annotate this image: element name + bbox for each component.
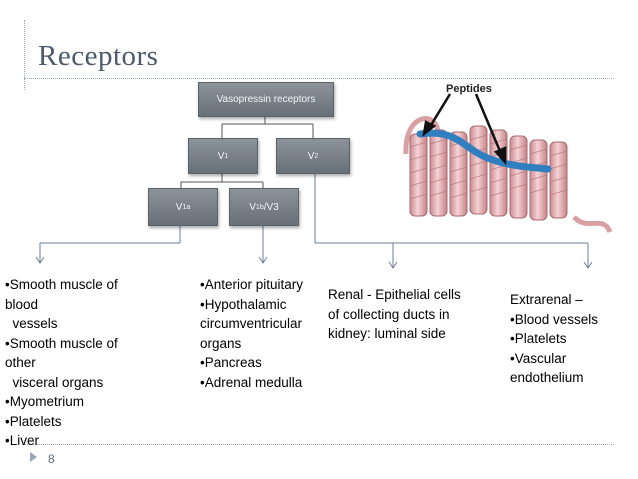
vasopressin-receptors-box: Vasopressin receptors bbox=[198, 82, 334, 117]
v1b-suffix: /V3 bbox=[263, 201, 279, 213]
col1-line: •Liver bbox=[5, 433, 39, 448]
col4-line: •Blood vessels bbox=[510, 311, 599, 327]
col1-line: other bbox=[5, 355, 36, 370]
peptide-ligand bbox=[416, 129, 552, 173]
col3-line: Renal - Epithelial cells bbox=[328, 287, 461, 302]
col2-line: •Pancreas bbox=[200, 355, 262, 370]
col1-line: •Myometrium bbox=[5, 394, 84, 409]
title-rule bbox=[24, 78, 614, 79]
page-number: 8 bbox=[48, 452, 55, 466]
v1-sub: 1 bbox=[224, 152, 229, 160]
col2-line: circumventricular bbox=[200, 316, 303, 331]
col2-line: organs bbox=[200, 335, 242, 351]
col4-line: endothelium bbox=[510, 370, 584, 385]
column-smooth-muscle: •Smooth muscle of blood vessels •Smooth … bbox=[5, 275, 118, 451]
col4-line: •Platelets bbox=[510, 331, 567, 346]
slide-title: Receptors bbox=[38, 40, 159, 72]
col1-line: vessels bbox=[5, 316, 58, 331]
col1-line: •Smooth muscle of bbox=[5, 277, 118, 292]
left-guide-line bbox=[24, 20, 25, 90]
v1-label: V bbox=[217, 150, 225, 162]
col4-line: •Vascular bbox=[510, 350, 567, 366]
col2-line: •Anterior pituitary bbox=[200, 277, 304, 292]
col3-line: of collecting ducts in bbox=[328, 306, 450, 322]
col1-line: •Smooth muscle of bbox=[5, 335, 118, 351]
v1b-label: V bbox=[249, 201, 256, 213]
column-renal: Renal - Epithelial cells of collecting d… bbox=[328, 285, 461, 344]
col3-line: kidney: luminal side bbox=[328, 326, 446, 341]
v1b-sub: 1b bbox=[255, 203, 264, 211]
v1a-sub: 1a bbox=[182, 203, 191, 211]
peptides-label: Peptides bbox=[446, 83, 492, 95]
v2-label: V bbox=[307, 150, 315, 162]
column-pituitary: •Anterior pituitary •Hypothalamic circum… bbox=[200, 275, 303, 392]
page-marker-icon bbox=[30, 452, 37, 462]
col2-line: •Adrenal medulla bbox=[200, 374, 303, 390]
vasopressin-receptors-label: Vasopressin receptors bbox=[216, 94, 316, 105]
col1-line: blood bbox=[5, 296, 39, 312]
col2-line: •Hypothalamic bbox=[200, 296, 287, 312]
footer-rule bbox=[24, 444, 614, 445]
col4-line: Extrarenal – bbox=[510, 292, 583, 307]
n-terminal-loop bbox=[403, 116, 441, 155]
col1-line: visceral organs bbox=[5, 374, 104, 390]
c-terminal-tail bbox=[572, 215, 613, 234]
v1a-label: V bbox=[175, 201, 183, 213]
col1-line: •Platelets bbox=[5, 413, 62, 429]
receptor-figure: Peptides bbox=[403, 83, 613, 234]
column-extrarenal: Extrarenal – •Blood vessels •Platelets •… bbox=[510, 290, 598, 388]
v2-sub: 2 bbox=[314, 152, 319, 160]
